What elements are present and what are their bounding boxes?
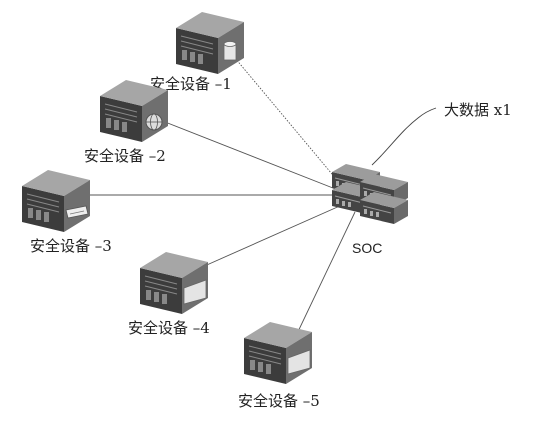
database-icon xyxy=(223,41,237,61)
device-2-label: 安全设备 –2 xyxy=(84,147,166,165)
panel-icon xyxy=(183,279,207,305)
link-device-2 xyxy=(159,119,339,191)
panel-icon xyxy=(287,349,311,375)
connection-lines xyxy=(85,57,356,341)
link-device-5 xyxy=(293,211,356,341)
globe-icon xyxy=(145,113,163,131)
card-icon xyxy=(65,205,89,219)
annotation-callout xyxy=(371,107,437,166)
soc-label: SOC xyxy=(352,240,382,256)
device-4-icon xyxy=(139,251,209,315)
device-2-icon xyxy=(99,79,169,143)
device-3-icon xyxy=(21,169,91,233)
device-1-icon xyxy=(175,11,245,75)
device-5-label: 安全设备 –5 xyxy=(238,392,320,410)
big-data-annotation: 大数据 x1 xyxy=(444,101,512,119)
device-1-label: 安全设备 –1 xyxy=(150,75,232,93)
soc-server-cluster-icon xyxy=(331,163,409,225)
link-device-4 xyxy=(199,204,343,269)
device-3-label: 安全设备 –3 xyxy=(30,237,112,255)
link-device-1 xyxy=(234,57,343,187)
device-4-label: 安全设备 –4 xyxy=(128,319,210,337)
device-5-icon xyxy=(243,321,313,385)
